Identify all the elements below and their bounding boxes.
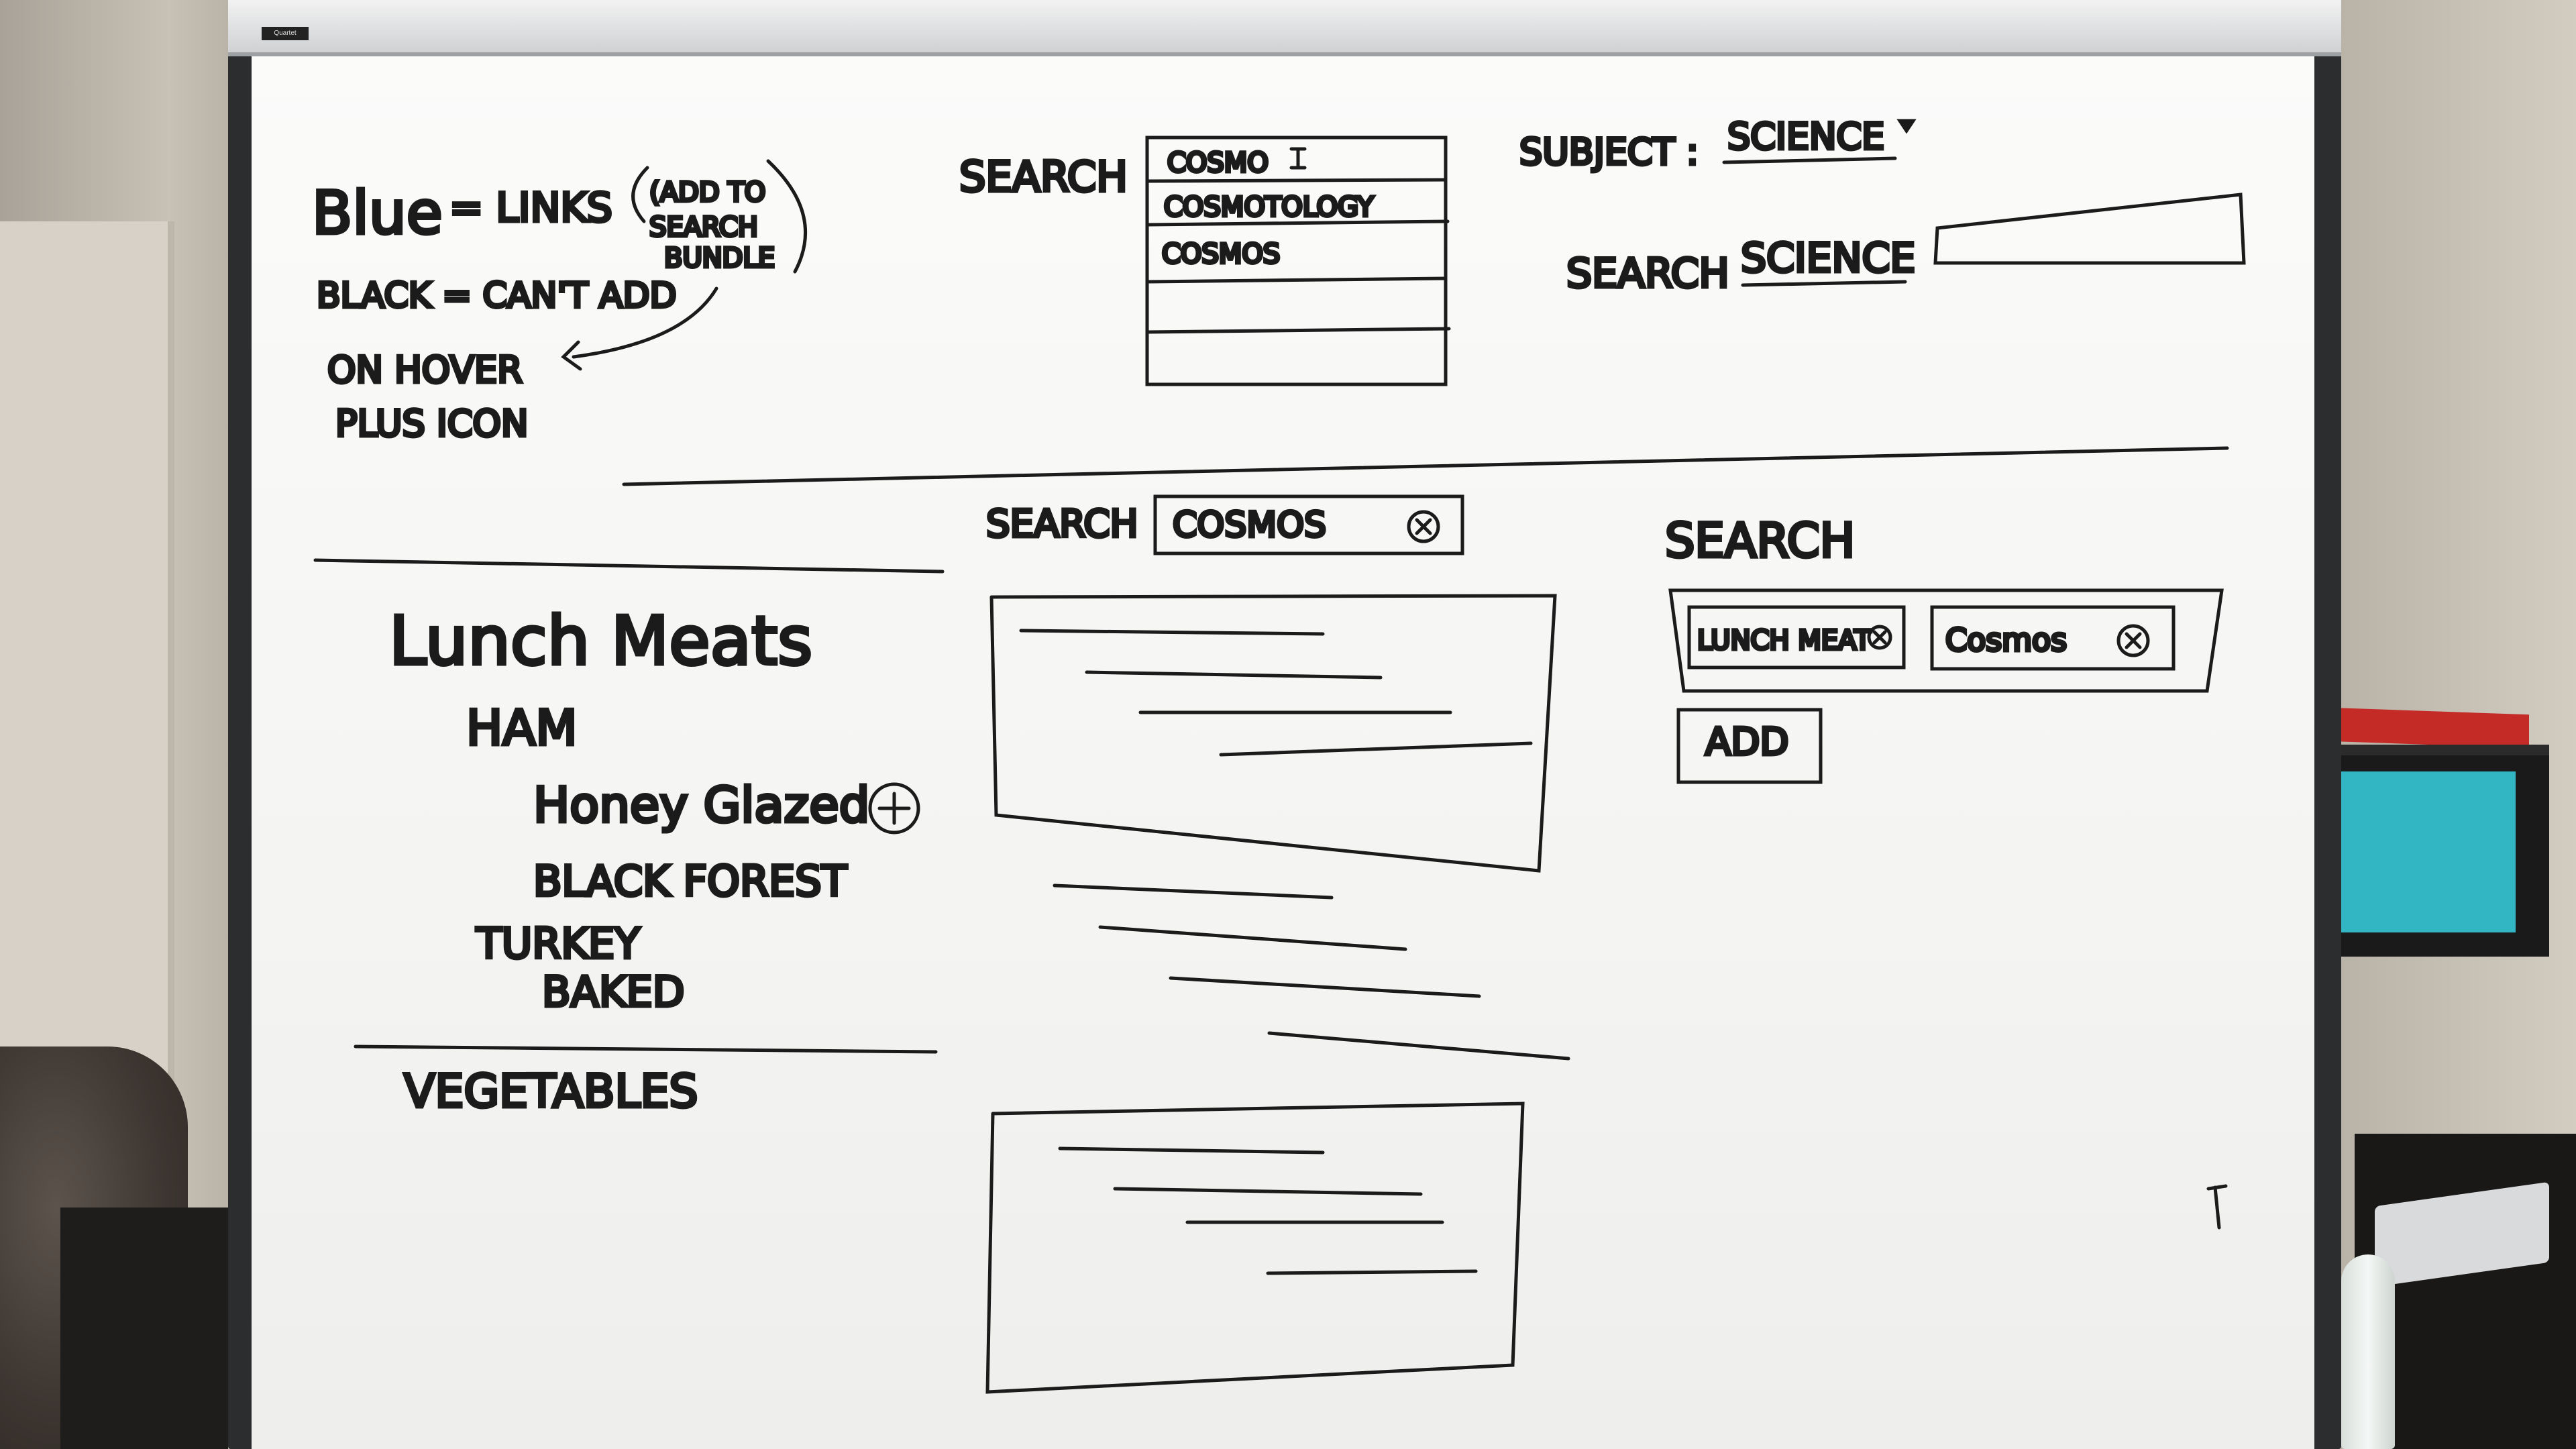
subject-label: SUBJECT : bbox=[1519, 131, 1699, 173]
legend-black: BLACK = CAN'T ADD bbox=[317, 276, 677, 316]
add-plus-icon bbox=[868, 782, 920, 835]
search-science-input bbox=[1933, 193, 2246, 265]
result-card-second bbox=[985, 1102, 1525, 1394]
hover-note-2: PLUS ICON bbox=[335, 402, 528, 445]
arrow-to-hover bbox=[572, 286, 718, 359]
text-cursor-icon bbox=[1289, 147, 1307, 170]
board-brand-label: Quartet bbox=[262, 27, 309, 40]
autocomplete-row-1: COSMO bbox=[1167, 148, 1269, 178]
whiteboard-rail bbox=[228, 0, 2341, 56]
results-search-label: SEARCH bbox=[986, 502, 1138, 546]
divider-top bbox=[622, 446, 2229, 486]
autocomplete-row-2: COSMOTOLOGY bbox=[1164, 192, 1374, 223]
side-table bbox=[60, 1208, 228, 1449]
hover-note-1: ON HOVER bbox=[327, 349, 523, 391]
arrow-head bbox=[561, 340, 582, 371]
stand-finial bbox=[2341, 1254, 2395, 1449]
legend-aside-2: SEARCH bbox=[649, 212, 758, 243]
autocomplete-label: SEARCH bbox=[959, 152, 1128, 201]
search-science-label: SEARCH bbox=[1566, 250, 1729, 297]
result-card-featured bbox=[989, 594, 1557, 873]
tree-item-turkey: TURKEY bbox=[476, 919, 640, 968]
tree-category: Lunch Meats bbox=[389, 602, 812, 680]
legend-paren bbox=[631, 166, 649, 223]
tree-next-category: VEGETABLES bbox=[404, 1065, 698, 1118]
legend-paren-close bbox=[766, 159, 808, 274]
search-science-scope: SCIENCE bbox=[1741, 235, 1915, 282]
legend-links: = LINKS bbox=[449, 184, 612, 231]
chip-remove-icon-2 bbox=[2116, 624, 2150, 657]
bundle-search-label: SEARCH bbox=[1665, 513, 1855, 568]
bundle-add-label: ADD bbox=[1705, 720, 1789, 764]
legend-blue: Blue bbox=[312, 178, 443, 248]
clear-query-icon bbox=[1407, 510, 1440, 543]
divider-tree-bottom bbox=[354, 1044, 938, 1054]
add-plus-icon-cross bbox=[877, 792, 911, 825]
legend-aside-3: BUNDLE bbox=[664, 243, 775, 274]
tree-item-black-forest: BLACK FOREST bbox=[533, 857, 848, 906]
subject-value: SCIENCE bbox=[1727, 115, 1884, 158]
bundle-chip-label-1: LUNCH MEAT bbox=[1697, 625, 1871, 656]
legend-aside-1: (ADD TO bbox=[649, 177, 765, 208]
bundle-input bbox=[1668, 588, 2224, 693]
autocomplete-row-3: COSMOS bbox=[1162, 239, 1280, 270]
autocomplete-box bbox=[1145, 136, 1448, 386]
bundle-chip-label-2: Cosmos bbox=[1945, 622, 2067, 658]
tree-item-baked: BAKED bbox=[542, 967, 685, 1016]
teal-storage-bin bbox=[2341, 771, 2516, 932]
bundle-chip-cosmos bbox=[1930, 605, 2176, 671]
tree-item-honey-glazed: Honey Glazed bbox=[533, 777, 869, 833]
divider-tree-top bbox=[313, 558, 945, 574]
tree-item-ham: HAM bbox=[466, 700, 578, 756]
bundle-add-button bbox=[1676, 708, 1823, 784]
bundle-chip-lunch-meat bbox=[1687, 605, 1906, 669]
chip-remove-icon bbox=[1867, 625, 1892, 650]
subject-dropdown-icon bbox=[1896, 119, 1917, 134]
results-search-input bbox=[1153, 494, 1464, 555]
stray-mark bbox=[2206, 1184, 2228, 1230]
results-search-query: COSMOS bbox=[1173, 505, 1326, 545]
